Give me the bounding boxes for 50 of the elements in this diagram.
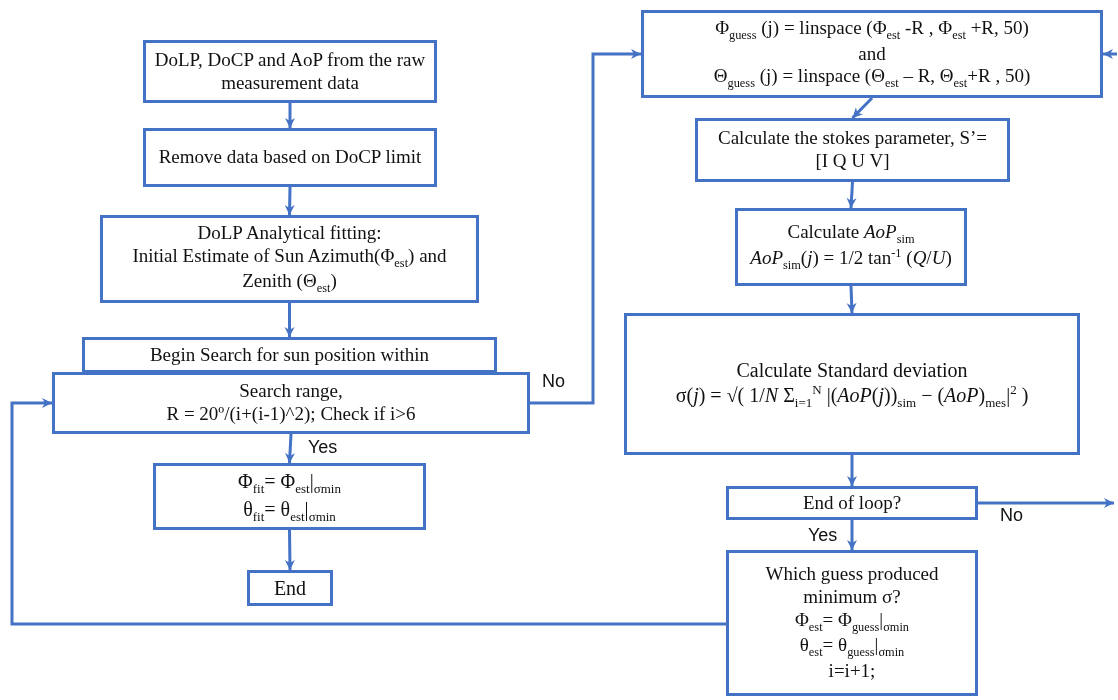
node-text: Begin Search for sun position within bbox=[149, 343, 430, 367]
node-text: Which guess produced minimum σ? bbox=[764, 563, 940, 609]
node-text: Φ$_{guess}$ (j) = linspace (Φ$_{est}$ -R , Φ$_{est}$ +R, 50) bbox=[715, 17, 1029, 43]
process-box bbox=[726, 550, 978, 696]
process-box bbox=[143, 128, 437, 187]
process-box bbox=[735, 208, 967, 286]
node-text: Search range, bbox=[239, 380, 343, 403]
arrow bbox=[284, 186, 295, 216]
arrow bbox=[846, 181, 857, 209]
arrow bbox=[285, 433, 295, 464]
node-text: θ$_{fit}$= θ$_{est}$|$_{σmin}$ bbox=[243, 496, 336, 525]
node-text: Calculate Standard deviation bbox=[736, 357, 968, 382]
process-box bbox=[726, 486, 978, 520]
arrow bbox=[530, 49, 641, 405]
node-text: End bbox=[273, 576, 307, 600]
arrow bbox=[847, 520, 857, 550]
process-box bbox=[641, 10, 1103, 98]
arrow bbox=[284, 303, 295, 337]
node-text: Φ$_{est}$= Φ$_{guess}$|$_{σmin}$ bbox=[794, 608, 910, 635]
node-text: Initial Estimate of Sun Azimuth(Φ$_{est}$) and Zenith (Θ$_{est}$) bbox=[131, 244, 448, 296]
node-text: i=i+1; bbox=[828, 660, 876, 683]
arrow bbox=[851, 96, 874, 120]
arrow bbox=[846, 285, 857, 314]
node-text: Calculate AoP$_{sim}$ bbox=[787, 220, 915, 247]
node-text: R = 20º/(i+(i-1)^2); Check if i>6 bbox=[166, 403, 416, 426]
arrow bbox=[978, 498, 1114, 508]
node-text: DoLP, DoCP and AoP from the raw measurement data bbox=[153, 48, 427, 95]
arrow bbox=[847, 455, 857, 486]
process-box bbox=[100, 215, 479, 303]
node-text: σ(j) = √( 1/N Σ$_{i=1}$$^{N}$ |(AoP(j))$_{sim}$ − (AoP)$_{mes}$|$^{2}$ ) bbox=[675, 381, 1029, 411]
arrow bbox=[10, 398, 726, 626]
node-text: Remove data based on DoCP limit bbox=[158, 146, 422, 169]
arrow bbox=[1103, 49, 1117, 59]
arrow bbox=[284, 529, 295, 571]
node-text: AoP$_{sim}$(j) = 1/2 tan$^{-1}$ (Q/U) bbox=[750, 246, 952, 274]
process-box bbox=[695, 118, 1010, 182]
node-text: θ$_{est}$= θ$_{guess}$|$_{σmin}$ bbox=[799, 634, 905, 660]
node-text: DoLP Analytical fitting: bbox=[197, 222, 382, 245]
node-text: Θ$_{guess}$ (j) = linspace (Θ$_{est}$ – R, Θ$_{est}$+R , 50) bbox=[713, 65, 1031, 91]
node-text: and bbox=[858, 42, 886, 66]
process-box bbox=[82, 337, 497, 373]
node-text: Calculate the stokes parameter, S’=[I Q U V] bbox=[717, 127, 988, 173]
process-box bbox=[624, 313, 1080, 455]
process-box bbox=[52, 372, 530, 434]
process-box bbox=[247, 570, 333, 606]
node-text: End of loop? bbox=[802, 491, 902, 515]
arrow bbox=[285, 103, 295, 128]
process-box bbox=[143, 40, 437, 103]
node-text: Φ$_{fit}$= Φ$_{est}$|$_{σmin}$ bbox=[238, 468, 341, 497]
process-box bbox=[153, 463, 426, 530]
